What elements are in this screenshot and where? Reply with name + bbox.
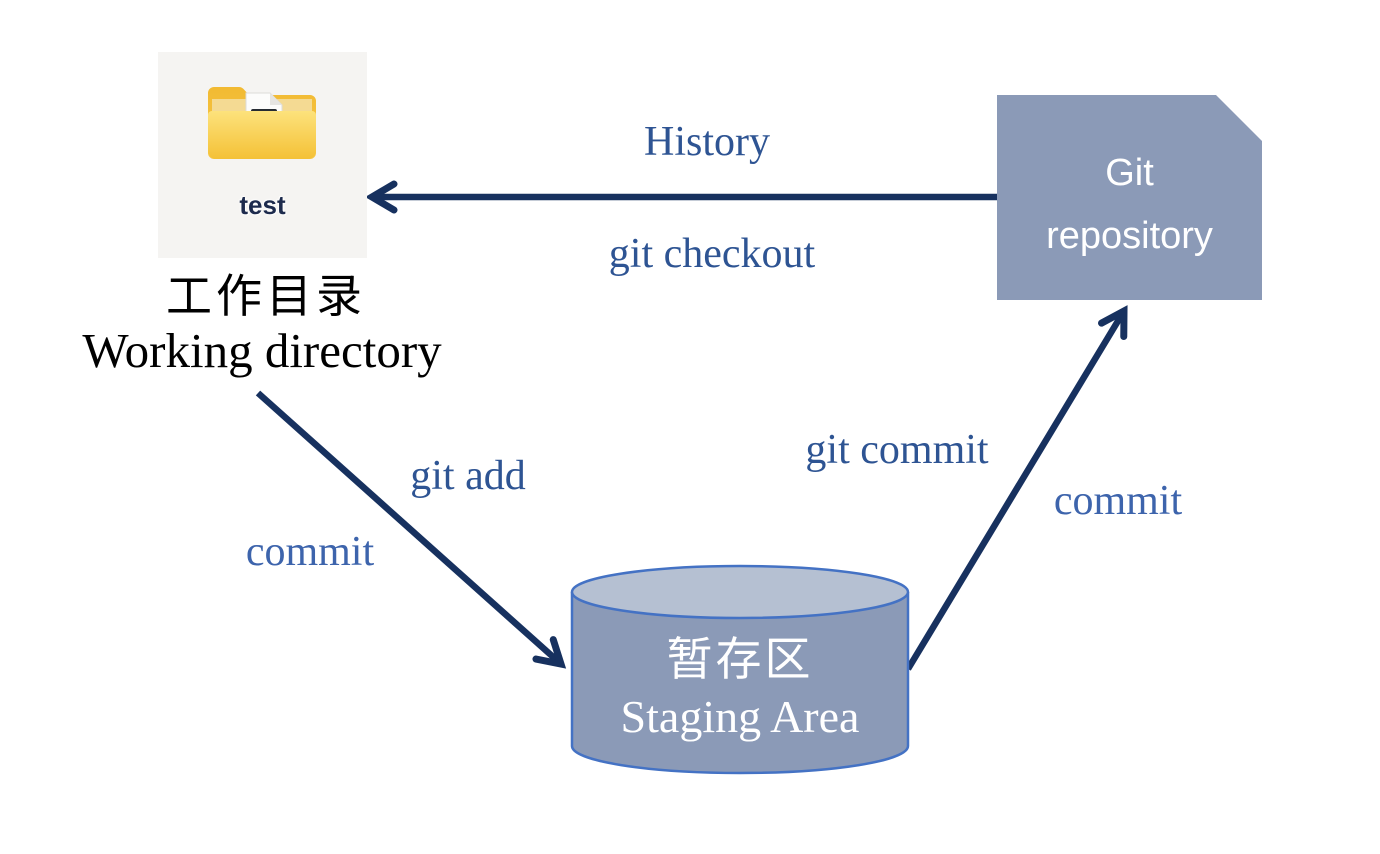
staging-area-title-en: Staging Area (620, 691, 860, 742)
git-repository-node: Git repository (997, 95, 1262, 300)
commit-left-label: commit (245, 529, 375, 575)
history-label: History (644, 119, 770, 165)
folder-front (208, 111, 316, 159)
cylinder-shape (570, 564, 910, 775)
git-checkout-label: git checkout (608, 231, 816, 277)
commit-right-label: commit (1053, 478, 1183, 524)
folder-name-label: test (239, 190, 286, 220)
git-repository-label-line2: repository (1046, 215, 1213, 257)
folder-icon (208, 86, 316, 159)
staging-area-title-zh: 暂存区 (666, 634, 814, 685)
working-directory-title-zh: 工作目录 (166, 271, 366, 322)
staging-area-node: 暂存区 Staging Area (570, 563, 910, 777)
git-repository-label-line1: Git (1105, 152, 1154, 194)
git-commit-label: git commit (805, 427, 989, 473)
working-directory-node: test (158, 52, 367, 258)
git-add-label: git add (410, 453, 526, 499)
document-fold (270, 93, 282, 105)
working-directory-title-en: Working directory (82, 323, 442, 378)
